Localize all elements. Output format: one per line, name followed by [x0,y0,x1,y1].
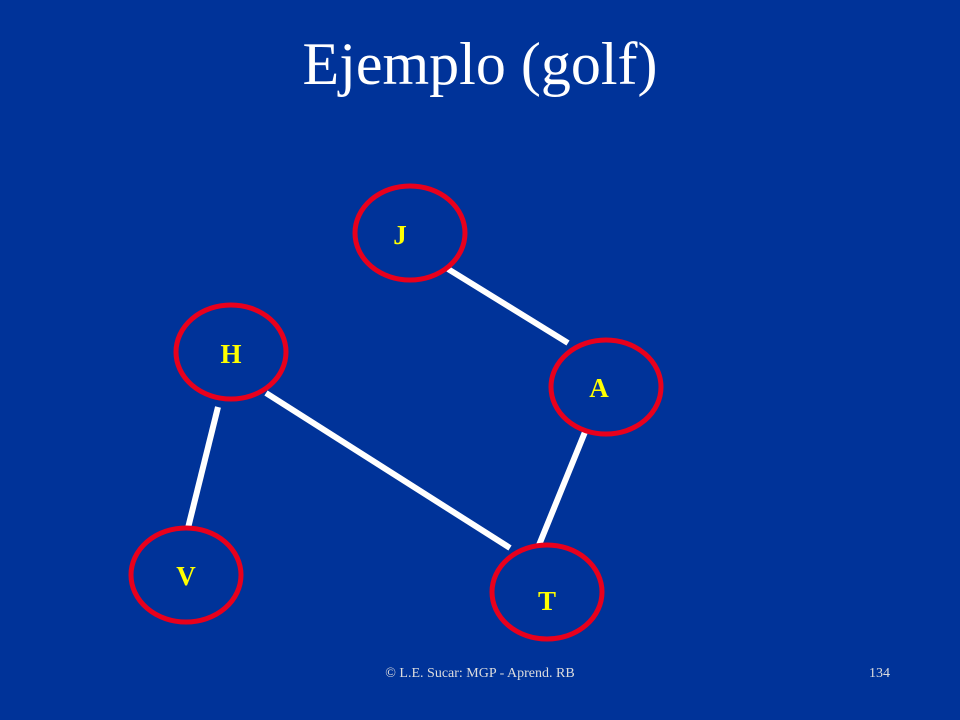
edge-j-a [446,266,570,346]
edge-a-t [536,430,588,547]
node-circle [489,542,605,642]
node-label: H [220,339,241,369]
node-circle [548,337,664,437]
node-circle [352,183,468,283]
node-h: H [173,302,289,402]
node-label: J [393,220,407,250]
node-label: T [538,586,556,616]
edge-h-t [264,390,512,551]
node-circle [173,302,289,402]
node-a: A [548,337,664,437]
edge-h-v [185,406,221,529]
node-label: V [176,561,196,591]
graph-edges [185,266,588,551]
page-number: 134 [869,666,890,681]
footer-credit: © L.E. Sucar: MGP - Aprend. RB [385,666,575,681]
node-t: T [489,542,605,642]
node-circle [128,525,244,625]
node-label: A [589,373,609,403]
graph-nodes: J H A V T [128,183,664,642]
node-v: V [128,525,244,625]
slide-title: Ejemplo (golf) [302,31,658,97]
node-j: J [352,183,468,283]
